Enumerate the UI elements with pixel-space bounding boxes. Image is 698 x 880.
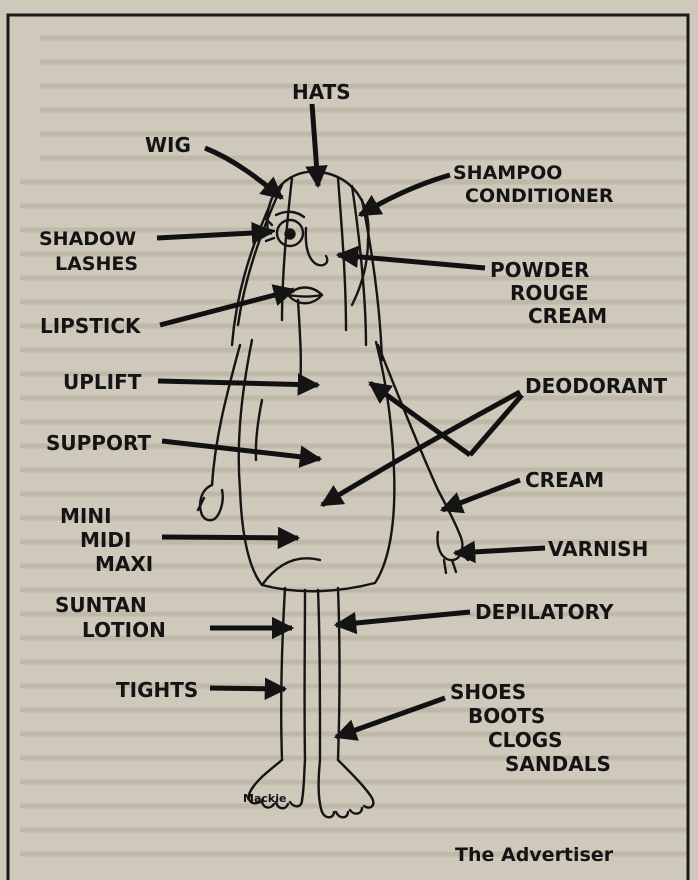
label-deodorant: DEODORANT — [525, 374, 667, 398]
label-wig: WIG — [145, 133, 191, 157]
label-clogs: CLOGS — [488, 728, 563, 752]
label-depilatory: DEPILATORY — [475, 600, 614, 624]
label-lipstick: LIPSTICK — [40, 314, 142, 338]
label-shadow: SHADOW — [39, 228, 136, 250]
label-powder: POWDER — [490, 258, 589, 282]
label-uplift: UPLIFT — [63, 370, 142, 394]
label-support: SUPPORT — [46, 431, 151, 455]
label-tights: TIGHTS — [116, 678, 198, 702]
label-conditioner: CONDITIONER — [465, 185, 614, 207]
label-mini: MINI — [60, 504, 112, 528]
label-lashes: LASHES — [55, 253, 138, 275]
label-rouge: ROUGE — [510, 281, 589, 305]
label-varnish: VARNISH — [548, 537, 648, 561]
artist-signature: Mackie — [243, 792, 286, 805]
label-maxi: MAXI — [95, 552, 153, 576]
label-sandals: SANDALS — [505, 752, 611, 776]
label-lotion: LOTION — [82, 618, 166, 642]
label-midi: MIDI — [80, 528, 131, 552]
label-cream-face: CREAM — [528, 304, 607, 328]
label-hats: HATS — [292, 80, 351, 104]
label-shampoo: SHAMPOO — [453, 162, 562, 184]
label-boots: BOOTS — [468, 704, 545, 728]
label-suntan: SUNTAN — [55, 593, 147, 617]
label-shoes: SHOES — [450, 680, 526, 704]
label-cream-hands: CREAM — [525, 468, 604, 492]
source-credit: The Advertiser — [455, 844, 614, 866]
